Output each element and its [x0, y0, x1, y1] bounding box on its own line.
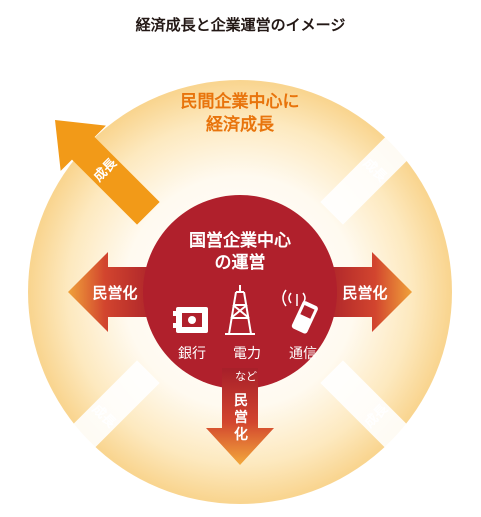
center-label-line2: の運営 [215, 252, 266, 273]
sector-label-telecom: 通信 [289, 346, 317, 362]
growth-arrow-nw: 成長 [55, 120, 160, 225]
privatize-arrow-east [318, 252, 412, 332]
mobile-phone-icon [282, 289, 318, 334]
bank-icon [173, 307, 208, 333]
privatize-label-west: 民営化 [92, 284, 137, 302]
privatize-arrow-west [68, 252, 162, 332]
sector-label-bank: 銀行 [178, 346, 206, 362]
outer-label-line1: 民間企業中心に [181, 91, 300, 112]
privatize-label-east: 民営化 [342, 284, 387, 302]
growth-arrow-sw: 成長 [55, 360, 160, 465]
growth-arrow-ne: 成長 [320, 120, 425, 225]
privatize-label-south-2: 営 [234, 409, 248, 426]
power-tower-icon [225, 285, 255, 335]
center-label-line1: 国営企業中心 [189, 230, 291, 251]
privatize-label-south-1: 民 [234, 393, 248, 409]
outer-label-line2: 経済成長 [206, 114, 275, 135]
sector-label-power: 電力 [233, 346, 261, 362]
diagram-title: 経済成長と企業運営のイメージ [135, 16, 346, 34]
growth-arrow-se: 成長 [320, 360, 425, 465]
etc-label: など [235, 370, 257, 383]
privatize-label-south-3: 化 [234, 426, 248, 443]
privatize-arrow-south [206, 368, 274, 465]
